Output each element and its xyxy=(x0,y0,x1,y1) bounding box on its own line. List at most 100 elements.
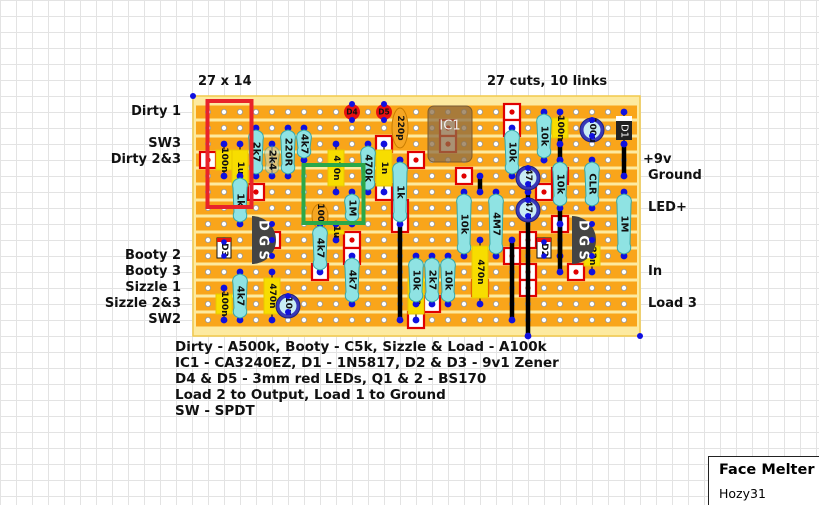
hole xyxy=(252,204,259,211)
resistor xyxy=(488,193,504,255)
solder-node xyxy=(285,293,291,299)
hole xyxy=(332,268,339,275)
resistor-body xyxy=(488,193,504,255)
mosfet xyxy=(572,216,596,264)
hole xyxy=(332,316,339,323)
resistor-body xyxy=(232,273,248,319)
diode-band xyxy=(616,116,632,121)
hole xyxy=(364,125,371,132)
hole xyxy=(380,220,387,227)
resistor xyxy=(424,257,440,303)
hole xyxy=(444,172,451,179)
hole xyxy=(380,268,387,275)
hole xyxy=(444,188,451,195)
hole xyxy=(460,316,467,323)
solder-node xyxy=(396,156,404,164)
hole xyxy=(428,172,435,179)
hole xyxy=(348,125,355,132)
hole xyxy=(364,236,371,243)
hole xyxy=(508,188,515,195)
resistor-label: 220R xyxy=(283,138,294,167)
hole xyxy=(316,140,323,147)
solder-node xyxy=(332,188,340,196)
diode-label: D2 xyxy=(539,243,549,257)
resistor-body xyxy=(344,257,360,303)
hole xyxy=(220,109,227,116)
right-label: Load 3 xyxy=(648,296,697,311)
hole xyxy=(300,109,307,116)
track-cut-mark xyxy=(509,109,515,115)
resistor-label: 4k7 xyxy=(315,238,326,259)
right-label: +9v xyxy=(643,152,672,167)
film-capacitor-label: 470n xyxy=(331,155,341,180)
hole xyxy=(476,140,483,147)
resistor xyxy=(344,257,360,303)
hole xyxy=(412,140,419,147)
hole xyxy=(284,188,291,195)
hole xyxy=(492,156,499,163)
hole xyxy=(332,300,339,307)
note-line: Dirty - A500k, Booty - C5k, Sizzle & Loa… xyxy=(175,339,547,355)
link-end xyxy=(476,188,484,196)
resistor-body xyxy=(392,161,408,223)
hole xyxy=(605,140,612,147)
hole xyxy=(332,109,339,116)
hole xyxy=(476,125,483,132)
resistor xyxy=(536,113,552,159)
solder-node xyxy=(620,108,628,116)
hole xyxy=(316,156,323,163)
resistor xyxy=(584,161,600,207)
solder-node xyxy=(381,101,387,107)
corner-marker xyxy=(190,93,196,99)
resistor-label: 4M7 xyxy=(491,212,502,236)
resistor xyxy=(264,145,280,175)
film-capacitor xyxy=(375,149,393,187)
resistor-body xyxy=(536,113,552,159)
hole xyxy=(236,109,243,116)
hole xyxy=(268,204,275,211)
hole xyxy=(605,252,612,259)
left-label: Dirty 2&3 xyxy=(110,152,181,167)
hole xyxy=(204,220,211,227)
solder-node xyxy=(412,316,420,324)
solder-node xyxy=(221,239,227,245)
hole xyxy=(220,188,227,195)
hole xyxy=(300,300,307,307)
project-title: Face Melter xyxy=(719,462,815,478)
solder-node xyxy=(589,253,595,259)
hole xyxy=(492,316,499,323)
hole xyxy=(541,284,548,291)
hole xyxy=(605,172,612,179)
hole xyxy=(220,125,227,132)
right-label: LED+ xyxy=(648,200,687,215)
hole xyxy=(476,156,483,163)
hole xyxy=(492,109,499,116)
note-line: IC1 - CA3240EZ, D1 - 1N5817, D2 & D3 - 9… xyxy=(175,355,559,371)
resistor xyxy=(408,257,424,303)
solder-node xyxy=(508,172,516,180)
solder-node xyxy=(589,133,595,139)
resistor-label: 1M xyxy=(347,200,358,217)
hole xyxy=(428,188,435,195)
resistor xyxy=(616,193,632,255)
hole xyxy=(492,125,499,132)
solder-node xyxy=(525,213,531,219)
hole xyxy=(364,204,371,211)
solder-node xyxy=(525,197,531,203)
corner-marker xyxy=(637,333,643,339)
track-cut-mark xyxy=(349,237,355,243)
solder-node xyxy=(268,268,276,276)
solder-node xyxy=(444,300,452,308)
solder-node xyxy=(492,252,500,260)
resistor-label: 10k xyxy=(507,142,518,163)
hole xyxy=(364,109,371,116)
resistor-body xyxy=(280,129,296,175)
hole xyxy=(300,268,307,275)
solder-node xyxy=(444,252,452,260)
solder-node xyxy=(284,172,292,180)
note-line: Load 2 to Output, Load 1 to Ground xyxy=(175,387,446,403)
solder-node xyxy=(589,237,595,243)
link-end xyxy=(556,268,564,276)
hole xyxy=(492,140,499,147)
